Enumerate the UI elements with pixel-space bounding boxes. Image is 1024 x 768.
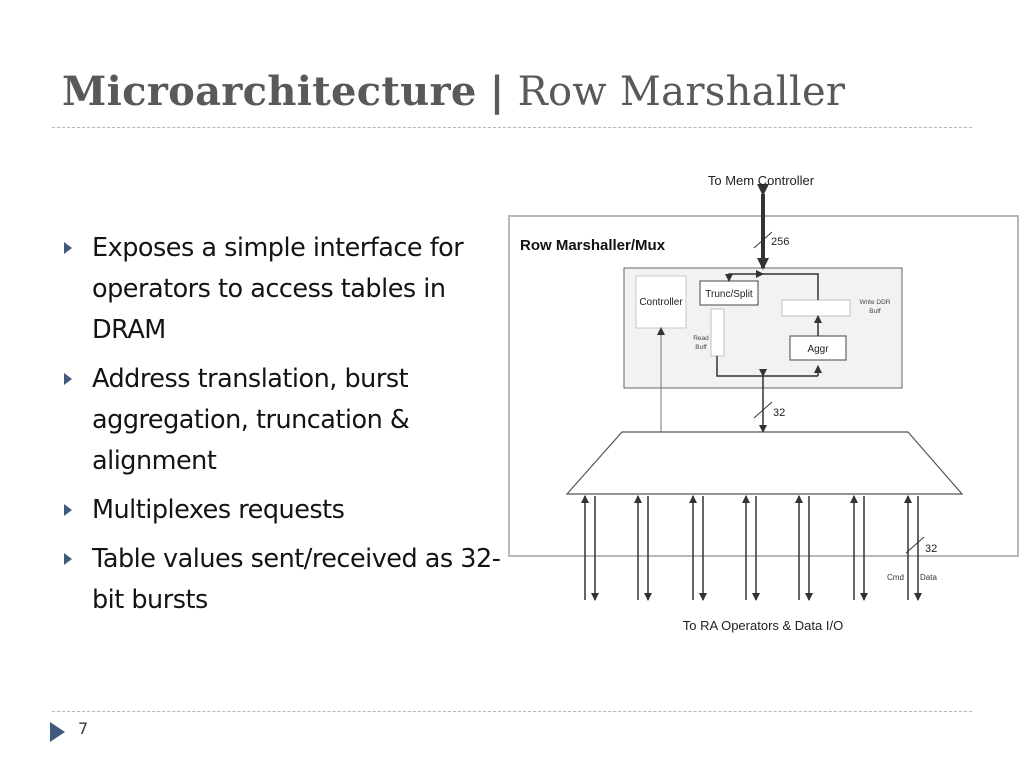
bullet-item: Address translation, burst aggregation, … <box>62 359 512 482</box>
write-buff-label-2: Buff <box>869 308 881 315</box>
readbuf-merge-path <box>716 356 763 377</box>
cmd-label: Cmd <box>887 573 904 582</box>
bullet-text: Table values sent/received as 32-bit bur… <box>92 544 501 615</box>
bullet-arrow-icon <box>64 504 72 516</box>
footer-arrow-icon <box>50 722 65 742</box>
row-marshaller-diagram: To Mem Controller Row Marshaller/Mux 256… <box>508 173 1019 633</box>
bullet-text: Exposes a simple interface for operators… <box>92 233 464 345</box>
mid-bus-slash <box>753 401 773 419</box>
read-buffer-block <box>710 308 725 357</box>
mid-bus-width: 32 <box>773 407 785 419</box>
top-bus-slash <box>753 231 773 249</box>
bullet-item: Table values sent/received as 32-bit bur… <box>62 539 512 621</box>
bullet-arrow-icon <box>64 373 72 385</box>
page-number: 7 <box>78 719 89 738</box>
bullet-list: Exposes a simple interface for operators… <box>62 228 512 629</box>
write-buff-label-1: Write DDR <box>860 299 891 306</box>
aggr-block <box>789 335 847 361</box>
read-buff-label-2: Buff <box>695 344 707 351</box>
trunc-split-label: Trunc/Split <box>705 289 753 300</box>
bullet-text: Multiplexes requests <box>92 495 345 525</box>
writebuf-out-path <box>756 270 819 300</box>
controller-label: Controller <box>639 297 683 308</box>
data-label: Data <box>920 573 937 582</box>
write-buffer-block <box>781 299 851 317</box>
trunc-split-block <box>699 280 759 306</box>
controller-block <box>635 275 687 329</box>
bullet-item: Exposes a simple interface for operators… <box>62 228 512 351</box>
top-label: To Mem Controller <box>708 173 815 188</box>
title-divider <box>52 127 972 128</box>
bottom-bus-slash <box>905 536 925 554</box>
port-arrows <box>581 495 922 601</box>
top-bus-width: 256 <box>771 236 789 248</box>
split-in-path <box>725 273 763 282</box>
aggr-label: Aggr <box>807 344 829 355</box>
read-buff-label-1: Read <box>693 335 709 342</box>
slide-title: Microarchitecture | Row Marshaller <box>62 68 845 115</box>
title-separator: | <box>489 68 505 115</box>
title-main: Microarchitecture <box>62 68 477 115</box>
mux-trapezoid <box>565 431 964 495</box>
bottom-bus-width: 32 <box>925 543 937 555</box>
bottom-label: To RA Operators & Data I/O <box>683 618 843 633</box>
box-label: Row Marshaller/Mux <box>520 237 666 254</box>
bullet-item: Multiplexes requests <box>62 490 512 531</box>
title-subtitle: Row Marshaller <box>517 69 846 115</box>
footer-divider <box>52 711 972 712</box>
bullet-arrow-icon <box>64 553 72 565</box>
bullet-arrow-icon <box>64 242 72 254</box>
bullet-text: Address translation, burst aggregation, … <box>92 364 410 476</box>
